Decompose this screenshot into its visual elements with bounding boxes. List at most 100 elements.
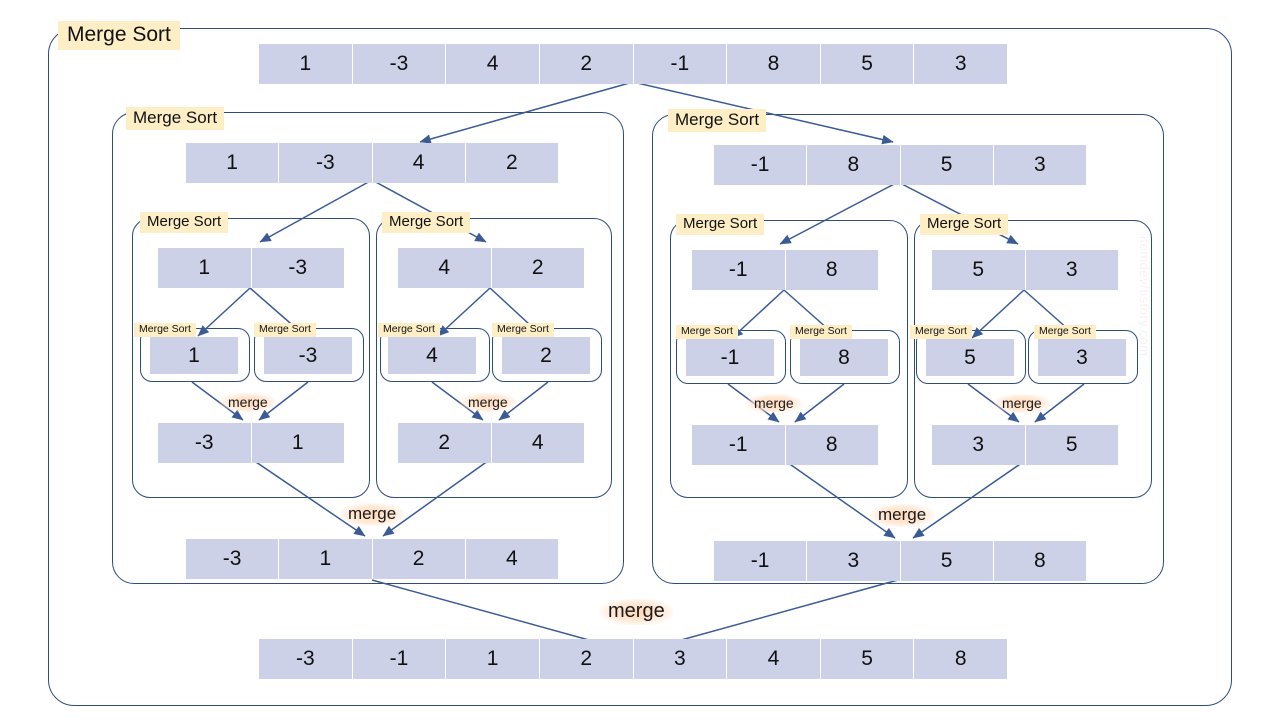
array-cell: 8 — [914, 639, 1007, 679]
array-left-a: 1-3 — [158, 248, 344, 288]
label-merge-sort-root: Merge Sort — [58, 21, 180, 51]
array-cell: 8 — [807, 145, 901, 185]
array-cell: -3 — [264, 337, 352, 374]
merge-label-b: merge — [460, 393, 516, 412]
label-merge-sort-right-c: Merge Sort — [676, 214, 765, 235]
array-cell: 3 — [633, 639, 728, 679]
array-cell: 1 — [150, 337, 238, 374]
array-cell: 5 — [926, 339, 1014, 376]
array-leaf-1: 1 — [150, 337, 238, 374]
array-cell: 5 — [820, 44, 915, 84]
array-cell: 2 — [502, 337, 590, 374]
merge-label-right-half: merge — [870, 504, 935, 527]
array-cell: -3 — [259, 639, 353, 679]
recursion-box-right-d — [914, 220, 1152, 498]
array-cell: 2 — [539, 44, 634, 84]
array-cell: 5 — [900, 541, 994, 581]
array-cell: 2 — [372, 539, 466, 579]
recursion-box-root — [48, 28, 1232, 706]
array-leaf-6: 8 — [800, 339, 888, 376]
array-leaf-8: 3 — [1038, 339, 1126, 376]
array-cell: 5 — [820, 639, 915, 679]
array-cell: 1 — [279, 539, 373, 579]
array-cell: 8 — [800, 339, 888, 376]
label-merge-sort-left-b: Merge Sort — [382, 212, 471, 233]
array-leaf-5: -1 — [686, 339, 774, 376]
array-cell: -3 — [352, 44, 447, 84]
merge-label-final: merge — [600, 599, 673, 625]
watermark-text: itemdev/tistory.com — [1137, 236, 1152, 357]
label-merge-sort-right-d: Merge Sort — [920, 214, 1009, 235]
label-merge-sort-leaf-1: Merge Sort — [134, 323, 196, 338]
array-cell: 2 — [465, 143, 558, 183]
recursion-box-left-b — [376, 218, 612, 498]
array-cell: 4 — [372, 143, 466, 183]
array-cell: 2 — [491, 248, 584, 288]
array-cell: -3 — [158, 423, 252, 463]
array-cell: -1 — [692, 425, 786, 465]
array-cell: 3 — [914, 44, 1007, 84]
array-cell: 1 — [251, 423, 344, 463]
merge-label-c: merge — [746, 394, 802, 413]
array-leaf-2: -3 — [264, 337, 352, 374]
label-merge-sort-right-half: Merge Sort — [668, 109, 767, 132]
array-cell: -1 — [352, 639, 447, 679]
array-cell: 5 — [900, 145, 994, 185]
array-cell: -1 — [633, 44, 728, 84]
array-cell: 4 — [727, 639, 821, 679]
merge-label-d: merge — [994, 394, 1050, 413]
label-merge-sort-leaf-7: Merge Sort — [910, 325, 972, 340]
label-merge-sort-leaf-5: Merge Sort — [676, 325, 738, 340]
array-cell: 4 — [388, 337, 476, 374]
array-cell: 8 — [785, 250, 878, 290]
recursion-box-right-half — [652, 114, 1164, 584]
array-cell: 3 — [932, 425, 1026, 465]
array-cell: 1 — [158, 248, 252, 288]
label-merge-sort-leaf-2: Merge Sort — [254, 323, 316, 338]
recursion-box-left-half — [112, 112, 624, 584]
label-merge-sort-left-a: Merge Sort — [140, 212, 229, 233]
array-cell: 3 — [993, 145, 1086, 185]
array-cell: 5 — [1025, 425, 1118, 465]
array-cell: 4 — [491, 423, 584, 463]
array-cell: 1 — [446, 639, 540, 679]
array-cell: 2 — [398, 423, 492, 463]
array-cell: -3 — [279, 143, 373, 183]
array-cell: -3 — [251, 248, 344, 288]
array-leaf-3: 4 — [388, 337, 476, 374]
label-merge-sort-leaf-4: Merge Sort — [492, 323, 554, 338]
label-merge-sort-leaf-6: Merge Sort — [790, 325, 852, 340]
array-cell: 5 — [932, 250, 1026, 290]
array-cell: 8 — [727, 44, 821, 84]
array-cell: -1 — [714, 145, 808, 185]
array-cell: 4 — [465, 539, 558, 579]
array-cell: 3 — [1038, 339, 1126, 376]
label-merge-sort-left-half: Merge Sort — [126, 107, 225, 130]
merge-label-left-half: merge — [340, 503, 405, 526]
array-cell: 8 — [993, 541, 1086, 581]
array-leaf-7: 5 — [926, 339, 1014, 376]
array-cell: 3 — [807, 541, 901, 581]
merge-label-a: merge — [220, 393, 276, 412]
array-cell: 1 — [259, 44, 353, 84]
array-cell: 8 — [785, 425, 878, 465]
array-cell: -1 — [714, 541, 808, 581]
label-merge-sort-leaf-8: Merge Sort — [1034, 325, 1096, 340]
label-merge-sort-leaf-3: Merge Sort — [378, 323, 440, 338]
array-cell: -1 — [692, 250, 786, 290]
array-cell: -1 — [686, 339, 774, 376]
array-cell: -3 — [186, 539, 280, 579]
